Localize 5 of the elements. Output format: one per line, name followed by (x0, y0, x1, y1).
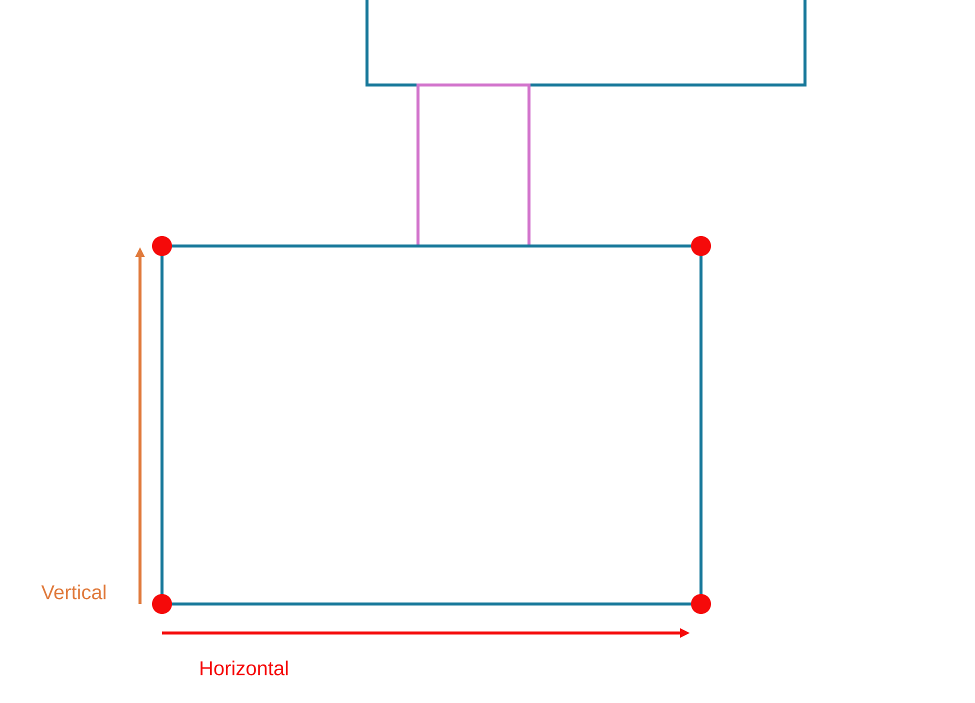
axis-label: Horizontal (200, 660, 288, 676)
connector-box (416, 84, 530, 248)
upper-box (366, 0, 806, 86)
axis-label: Vertical (41, 584, 106, 600)
main-box (160, 244, 702, 606)
